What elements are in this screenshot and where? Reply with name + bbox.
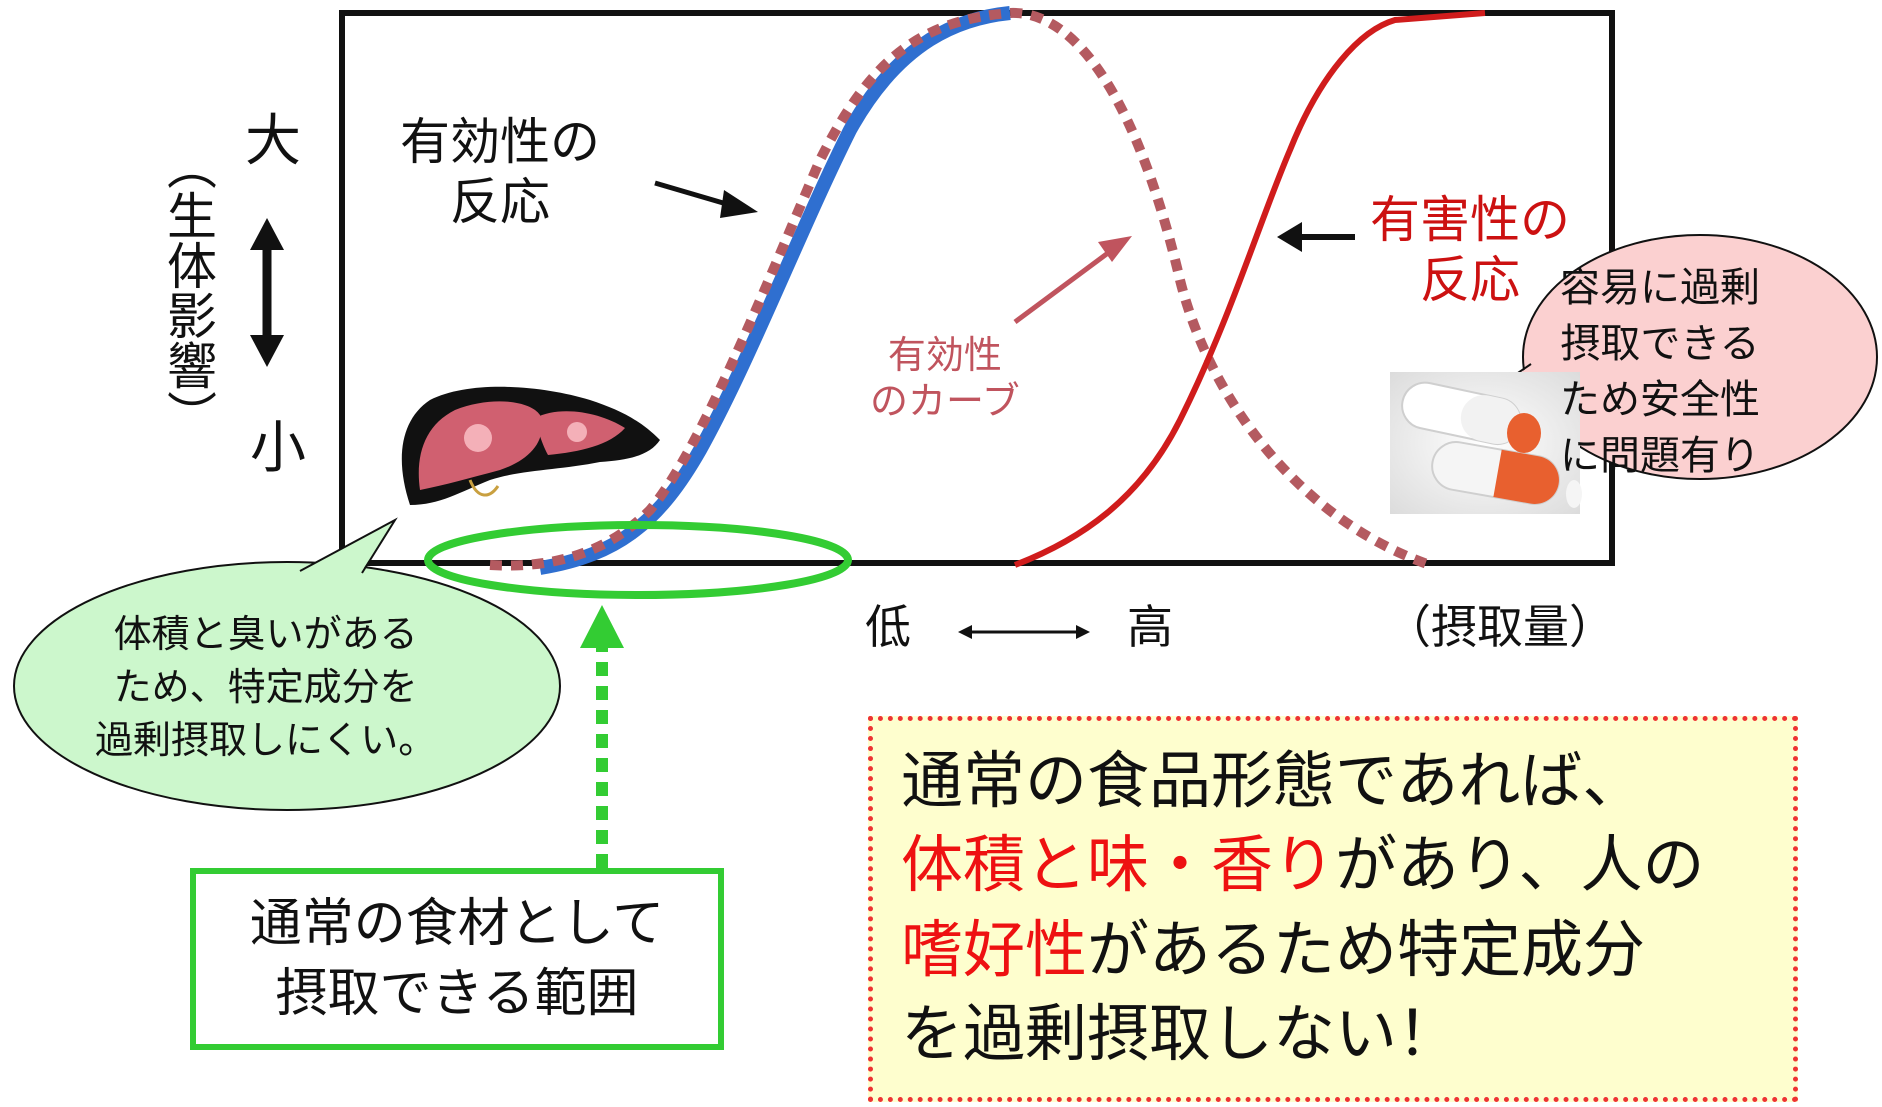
effective-response-label-line1: 有効性の (400, 113, 600, 171)
food-bubble-line1: 体積と臭いがある (113, 612, 418, 656)
y-axis-low-label: 小 (250, 416, 306, 481)
harmful-response-label: 有害性の 反応 (1370, 190, 1570, 310)
note-line3-highlight: 嗜好性 (901, 912, 1088, 986)
efficacy-curve (489, 7, 1432, 571)
food-intake-range-box: 通常の食材として 摂取できる範囲 (190, 868, 724, 1050)
y-axis-high-label: 大 (245, 109, 301, 174)
liver-icon (401, 386, 660, 505)
conclusion-note-box: 通常の食品形態であれば、 体積と味・香りがあり、人の 嗜好性があるため特定成分 … (868, 716, 1798, 1102)
effective-response-label-line2: 反応 (450, 173, 550, 231)
food-intake-range-text: 通常の食材として 摂取できる範囲 (250, 889, 664, 1029)
arrow-to-harmful-curve (1277, 222, 1355, 252)
food-intake-range-line2: 摂取できる範囲 (275, 964, 639, 1024)
food-intake-range-line1: 通常の食材として (249, 893, 665, 954)
note-line2-highlight: 体積と味・香り (901, 828, 1336, 902)
harmful-response-curve (1013, 10, 1486, 568)
capsule-pills-icon (1390, 372, 1582, 514)
note-line1-text: 通常の食品形態であれば、 (901, 744, 1645, 817)
food-bubble-line3: 過剰摂取しにくい。 (95, 718, 437, 763)
green-dotted-arrow (580, 605, 624, 868)
note-line4-text: を過剰摂取しない！ (901, 996, 1460, 1070)
efficacy-curve-label: 有効性 のカーブ (870, 333, 1020, 424)
food-speech-bubble (13, 517, 561, 811)
note-line4: を過剰摂取しない！ (901, 992, 1793, 1076)
supplement-bubble-line3: ため安全性 (1560, 377, 1760, 423)
harmful-response-label-line2: 反応 (1420, 251, 1520, 309)
efficacy-curve-label-line1: 有効性 (887, 333, 1002, 377)
arrow-to-efficacy-curve (1013, 236, 1132, 325)
effective-response-label: 有効性の 反応 (400, 112, 600, 232)
y-axis-label: （生体影響） (159, 140, 217, 440)
supplement-bubble-line2: 摂取できる (1560, 321, 1760, 367)
note-line1: 通常の食品形態であれば、 (901, 739, 1793, 823)
efficacy-curve-label-line2: のカーブ (870, 378, 1020, 423)
food-range-ellipse (424, 521, 852, 599)
double-arrow-horizontal-icon (958, 625, 1090, 639)
arrow-to-effective-curve (654, 180, 758, 218)
harmful-response-label-line1: 有害性の (1370, 191, 1570, 249)
note-line2-text: があり、人の (1335, 828, 1705, 902)
note-line2: 体積と味・香りがあり、人の (901, 823, 1793, 907)
supplement-bubble-line4: に問題有り (1560, 433, 1760, 479)
supplement-bubble-text: 容易に過剰 摂取できる ため安全性 に問題有り (1560, 260, 1760, 484)
note-line3-text: があるため特定成分 (1087, 912, 1646, 986)
x-axis-label: （摂取量） (1385, 600, 1615, 654)
food-bubble-line2: ため、特定成分を (113, 665, 418, 710)
x-axis-low-label: 低 (865, 600, 911, 654)
effective-response-curve (538, 6, 1011, 575)
x-axis-high-label: 高 (1127, 600, 1173, 654)
note-line3: 嗜好性があるため特定成分 (901, 908, 1793, 992)
supplement-bubble-line1: 容易に過剰 (1560, 265, 1760, 311)
food-bubble-text: 体積と臭いがある ため、特定成分を 過剰摂取しにくい。 (95, 608, 436, 768)
double-arrow-vertical-icon (250, 218, 284, 367)
